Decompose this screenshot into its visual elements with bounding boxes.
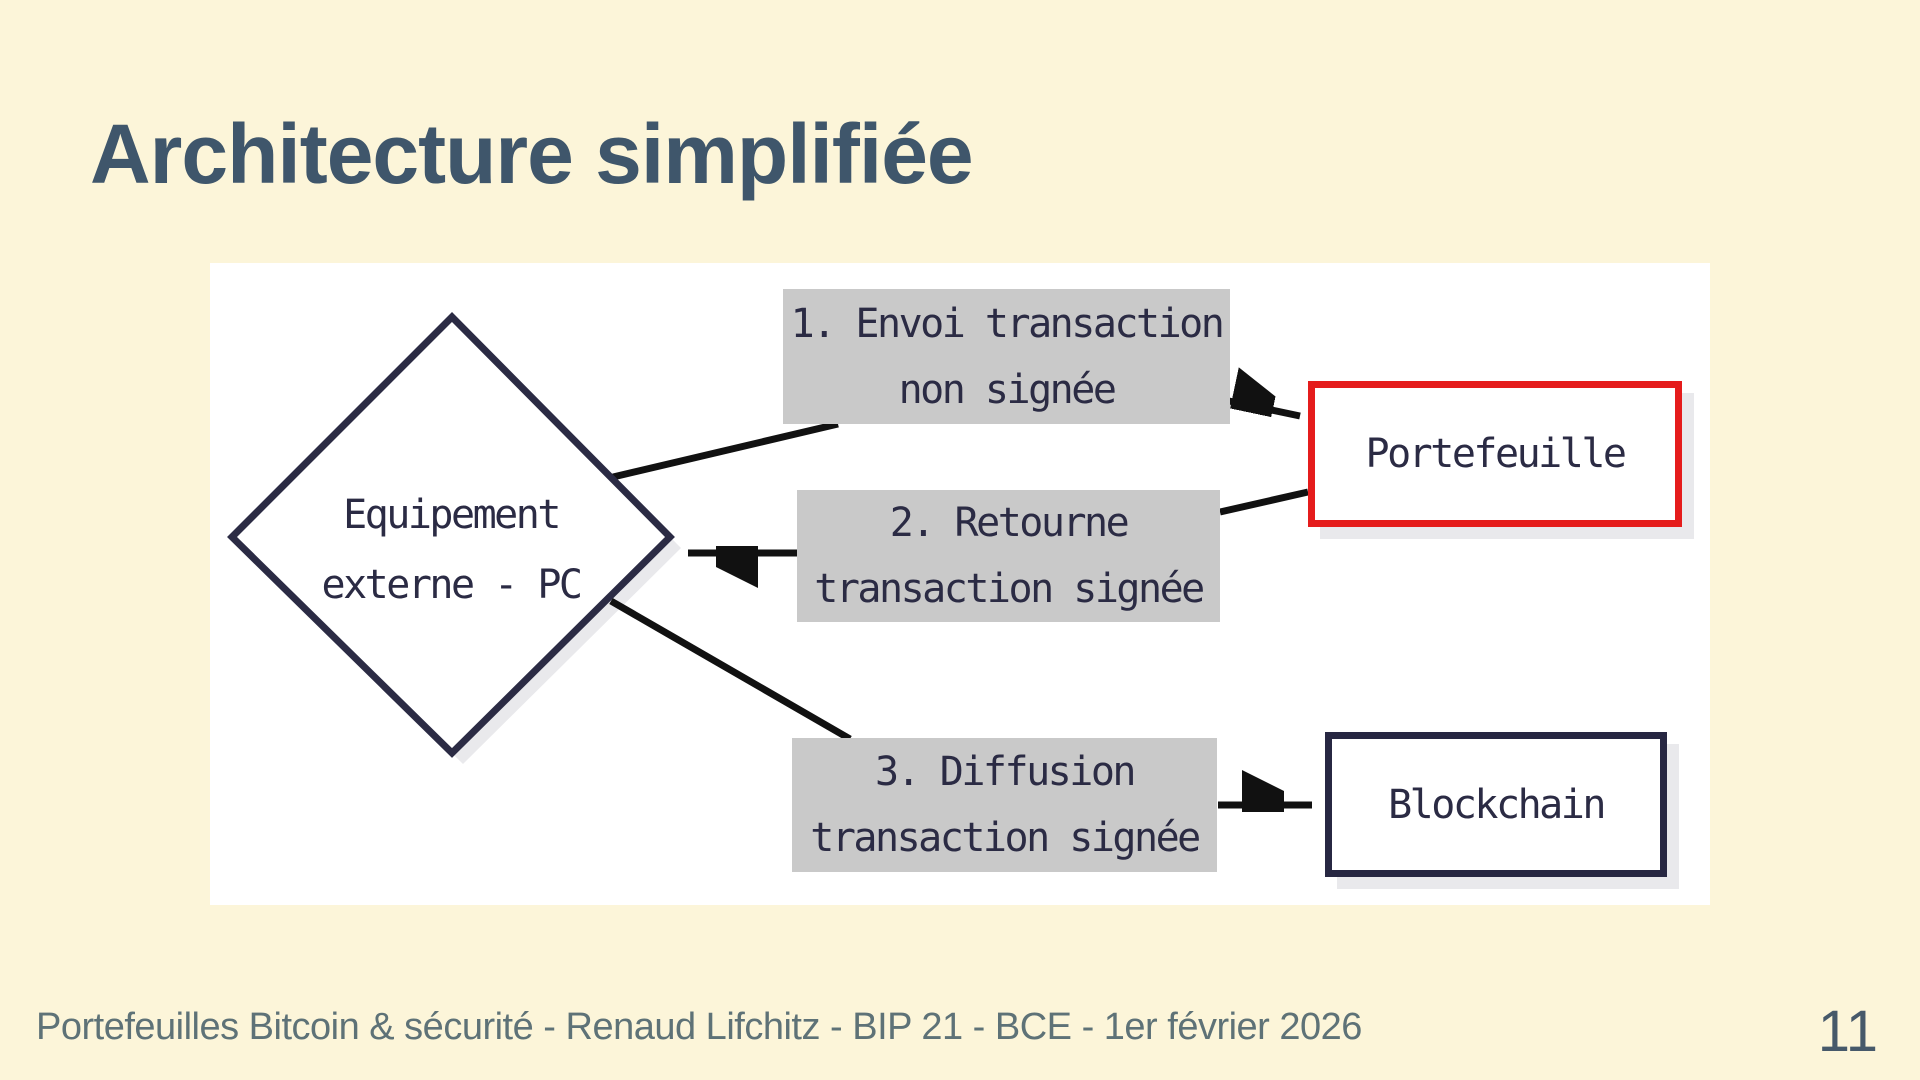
wallet-label: Portefeuille [1365,431,1627,477]
step-box-1: 1. Envoi transaction non signée [783,289,1230,424]
diamond-label-line2: externe - PC [321,562,583,608]
step3-line1: 3. Diffusion [875,749,1136,795]
step2-line2: transaction signée [814,566,1205,612]
diamond-label-line1: Equipement [343,492,561,538]
slide-title: Architecture simplifiée [90,107,974,201]
page-number: 11 [1817,999,1878,1064]
wallet-node: Portefeuille [1308,381,1682,527]
diamond-node: Equipement externe - PC [251,480,651,620]
slide-footer: Portefeuilles Bitcoin & sécurité - Renau… [36,1006,1362,1048]
step-box-2: 2. Retourne transaction signée [797,490,1220,622]
blockchain-label: Blockchain [1388,781,1606,828]
blockchain-node: Blockchain [1325,732,1667,877]
step-box-3: 3. Diffusion transaction signée [792,738,1217,872]
step1-line2: non signée [898,366,1117,413]
step1-line1: 1. Envoi transaction [790,300,1225,347]
step3-line2: transaction signée [810,815,1201,861]
step2-line1: 2. Retourne [889,500,1130,546]
